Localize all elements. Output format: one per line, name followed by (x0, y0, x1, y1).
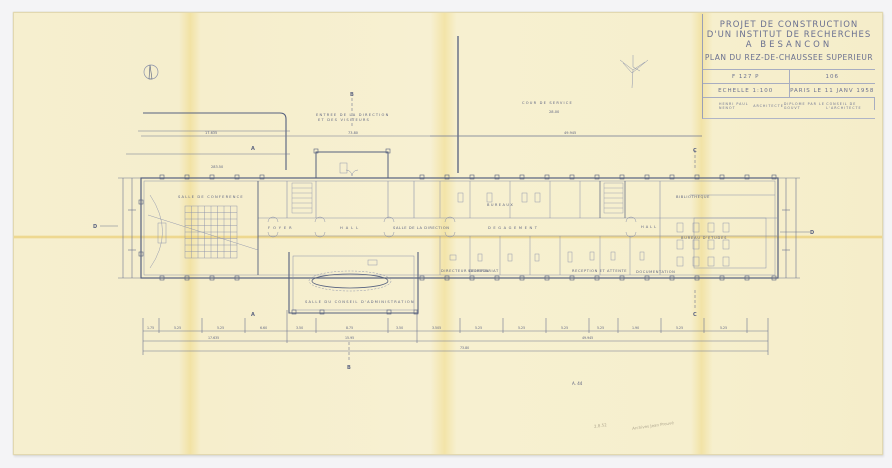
svg-text:49.945: 49.945 (582, 336, 593, 340)
svg-text:8.75: 8.75 (346, 326, 353, 330)
svg-text:5.25: 5.25 (561, 326, 568, 330)
service-court-label: COUR DE SERVICE (522, 101, 573, 105)
svg-text:5.25: 5.25 (597, 326, 604, 330)
axis-marker-c-top: C (693, 148, 697, 170)
svg-text:C: C (693, 312, 697, 318)
date: PARIS LE 11 JANV 1958 (790, 87, 875, 94)
hall-east-label: HALL (641, 225, 659, 229)
council-room-label: SALLE DU CONSEIL D'ADMINISTRATION (305, 300, 415, 304)
axis-marker-c-bottom: C (693, 290, 697, 318)
bottom-dimension-chains (142, 310, 769, 355)
svg-text:5.25: 5.25 (174, 326, 181, 330)
north-arrow-icon (143, 64, 159, 80)
svg-text:6.60: 6.60 (260, 326, 267, 330)
documentation-label: DOCUMENTATION (636, 270, 676, 274)
svg-text:5.25: 5.25 (217, 326, 224, 330)
sheet-number: 106 (825, 73, 839, 80)
svg-text:D: D (810, 230, 814, 236)
axis-marker-d-right: D (780, 230, 814, 236)
axis-marker-d-left: D (93, 224, 118, 230)
svg-text:B: B (350, 92, 354, 98)
corridor-label: DEGAGEMENT (488, 226, 540, 230)
architect-stamp: HENRI PAUL NENOT ARCHITECTE DIPLOME PAR … (703, 98, 875, 110)
sheet-mark: A. 44 (572, 381, 583, 386)
svg-text:C: C (693, 148, 697, 154)
project-title-line3: A BESANCON (745, 40, 833, 50)
door-swings (267, 169, 637, 238)
drawing-ref: F 127 P (703, 70, 790, 83)
seating-grid (147, 194, 259, 269)
service-court-dim: 28.00 (549, 110, 560, 114)
dim-top-left: 17.635 (205, 131, 217, 135)
section-marker-b-bottom: B (347, 342, 351, 371)
director-label: DIRECTEUR GENERAL (441, 269, 490, 273)
svg-text:5.25: 5.25 (518, 326, 525, 330)
project-title-line2: D'UN INSTITUT DE RECHERCHES (706, 30, 872, 40)
svg-text:3.50: 3.50 (396, 326, 403, 330)
svg-text:5.25: 5.25 (720, 326, 727, 330)
fold-crease (14, 235, 882, 239)
svg-text:3.50: 3.50 (296, 326, 303, 330)
plan-subtitle: PLAN DU REZ-DE-CHAUSSEE SUPERIEUR (704, 53, 874, 62)
bottom-dimension-labels: 1.75 5.25 5.25 6.60 3.50 8.75 3.50 3.505… (147, 326, 727, 350)
building-outline (140, 151, 779, 314)
axis-marker-a: A (251, 146, 255, 152)
svg-text:1.75: 1.75 (147, 326, 154, 330)
dim-top-right: 49.945 (564, 131, 576, 135)
svg-text:3.505: 3.505 (432, 326, 441, 330)
secretariat-label: SECRETARIAT (468, 269, 499, 273)
dim-top-center: 73.80 (348, 131, 358, 135)
foyer-label: FOYER (268, 226, 295, 230)
conference-room-label: SALLE DE CONFERENCE (178, 195, 244, 199)
bureau-etudes-label: BUREAU D'ETUDES (681, 236, 728, 240)
svg-text:17.635: 17.635 (208, 336, 219, 340)
council-table (311, 273, 389, 289)
dim-left-court: 283.50 (211, 165, 223, 169)
svg-text:73.80: 73.80 (460, 346, 469, 350)
project-title-line1: PROJET DE CONSTRUCTION (719, 20, 859, 30)
svg-text:1.90: 1.90 (632, 326, 639, 330)
hall-label: HALL (340, 226, 362, 230)
axis-marker-a-bottom: A (251, 312, 255, 318)
svg-text:B: B (347, 365, 351, 371)
direction-room-label: SALLE DE LA DIRECTION (393, 226, 450, 230)
svg-text:15.95: 15.95 (345, 336, 354, 340)
scale: ECHELLE 1:100 (703, 84, 790, 97)
svg-text:D: D (93, 224, 97, 230)
entrance-label-1: ENTREE DE LA DIRECTION (316, 113, 390, 117)
office-furniture (339, 162, 730, 267)
svg-text:5.25: 5.25 (676, 326, 683, 330)
bureaux-label: BUREAUX (487, 203, 515, 207)
facade-columns (138, 148, 777, 315)
svg-text:5.25: 5.25 (475, 326, 482, 330)
reception-label: RECEPTION ET ATTENTE (572, 269, 628, 273)
title-block: PROJET DE CONSTRUCTION D'UN INSTITUT DE … (702, 14, 875, 119)
site-sketch-icon (619, 55, 649, 89)
bibliotheque-label: BIBLIOTHEQUE (676, 195, 710, 199)
section-marker-b-top: B (350, 92, 354, 126)
entrance-label-2: ET DES VISITEURS (318, 118, 371, 122)
